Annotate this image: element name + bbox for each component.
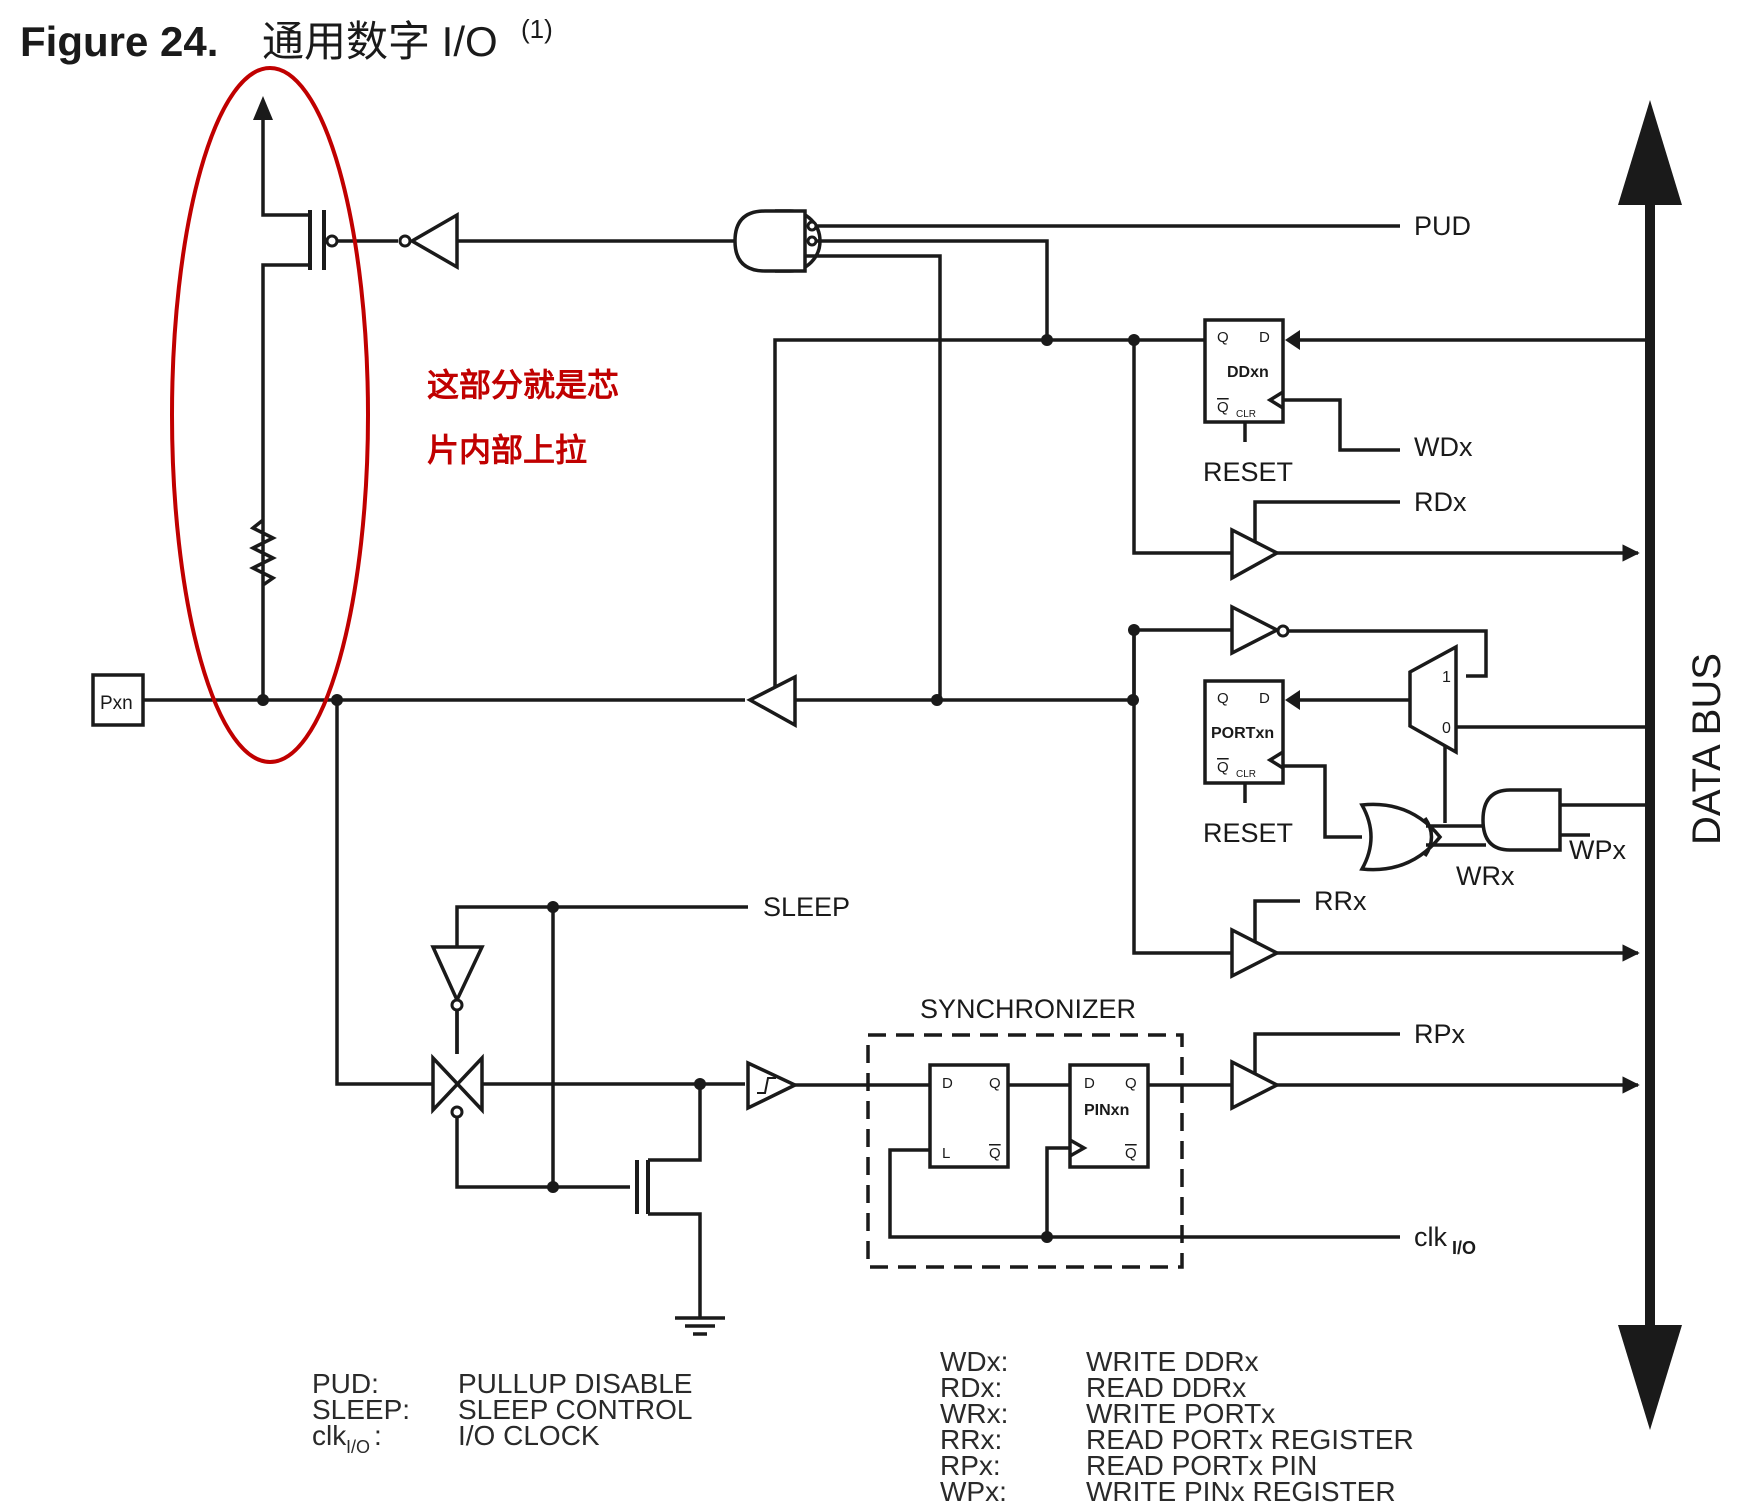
pullup-inverter (398, 211, 735, 271)
svg-text:PUD:: PUD: (312, 1368, 379, 1399)
svg-text:RPx:: RPx: (940, 1450, 1001, 1481)
pullup-transistor (308, 210, 398, 270)
ddxn-label: DDxn (1227, 364, 1269, 381)
svg-text:WRITE PINx REGISTER: WRITE PINx REGISTER (1086, 1476, 1396, 1507)
svg-text:Q: Q (1125, 1145, 1137, 1162)
svg-text:RDx:: RDx: (940, 1372, 1002, 1403)
svg-text:I/O CLOCK: I/O CLOCK (458, 1420, 600, 1451)
data-bus-label: DATA BUS (1685, 653, 1729, 845)
svg-text:PULLUP DISABLE: PULLUP DISABLE (458, 1368, 693, 1399)
svg-text:Q: Q (989, 1145, 1001, 1162)
pin-pxn-label: Pxn (100, 693, 133, 714)
schmitt-trigger (746, 1060, 930, 1111)
pullup-annotation: 这部分就是芯 片内部上拉 (170, 66, 619, 764)
svg-text:Q: Q (1125, 1075, 1137, 1092)
data-bus: DATA BUS (1618, 100, 1729, 1430)
svg-text:SLEEP CONTROL: SLEEP CONTROL (458, 1394, 692, 1425)
pullup-highlight-ellipse (170, 66, 370, 764)
synchronizer-label: SYNCHRONIZER (920, 994, 1136, 1024)
latch (928, 1063, 1010, 1169)
svg-text:Q: Q (1217, 329, 1229, 346)
pinxn-label: PINxn (1084, 1102, 1129, 1119)
ddxn-register: Q D DDxn Q CLR (773, 318, 1650, 700)
rdx-buffer (1132, 340, 1640, 581)
svg-text:L: L (942, 1145, 950, 1162)
svg-text:WDx:: WDx: (940, 1346, 1008, 1377)
svg-text:READ PORTx REGISTER: READ PORTx REGISTER (1086, 1424, 1414, 1455)
sleep-pulldown-transistor (635, 1078, 725, 1336)
rrx-buffer (1132, 630, 1640, 979)
svg-text:D: D (942, 1075, 953, 1092)
legend-right: WDx: WRITE DDRx RDx: READ DDRx WRx: WRIT… (940, 1346, 1414, 1507)
svg-text:READ PORTx PIN: READ PORTx PIN (1086, 1450, 1317, 1481)
svg-text:1: 1 (1442, 669, 1451, 686)
reset-label-1: RESET (1203, 457, 1293, 487)
wpx-label: WPx (1569, 835, 1626, 865)
svg-text:WRx:: WRx: (940, 1398, 1008, 1429)
wrx-or-gate (1359, 802, 1486, 872)
figure-title-superscript: (1) (521, 14, 553, 44)
svg-text:0: 0 (1442, 720, 1451, 737)
svg-text:Q: Q (1217, 759, 1229, 776)
annotation-line-1: 这部分就是芯 (427, 367, 619, 403)
svg-text:clk: clk (312, 1420, 347, 1451)
wpx-and-gate (1481, 788, 1650, 852)
svg-text::: : (374, 1420, 382, 1451)
pud-and-gate (733, 209, 1400, 700)
svg-text:CLR: CLR (1236, 409, 1256, 420)
svg-text:WRITE DDRx: WRITE DDRx (1086, 1346, 1259, 1377)
figure-title: 通用数字 I/O (262, 18, 498, 65)
svg-text:RRx:: RRx: (940, 1424, 1002, 1455)
sleep-control (430, 901, 748, 1193)
synchronizer-block: SYNCHRONIZER D Q L Q D Q PINxn Q (866, 994, 1400, 1269)
annotation-line-2: 片内部上拉 (427, 432, 587, 468)
rpx-label: RPx (1414, 1019, 1466, 1049)
rrx-label: RRx (1314, 886, 1367, 916)
svg-text:WRITE PORTx: WRITE PORTx (1086, 1398, 1275, 1429)
svg-text:D: D (1259, 329, 1270, 346)
svg-text:D: D (1259, 690, 1270, 707)
figure-number: Figure 24. (20, 18, 218, 65)
reset-label-2: RESET (1203, 818, 1293, 848)
svg-text:WPx:: WPx: (940, 1476, 1007, 1507)
svg-text:READ DDRx: READ DDRx (1086, 1372, 1246, 1403)
sleep-label: SLEEP (763, 892, 850, 922)
wdx-label: WDx (1414, 432, 1473, 462)
pullup-resistor (249, 96, 312, 700)
rdx-label: RDx (1414, 487, 1467, 517)
svg-text:Q: Q (1217, 690, 1229, 707)
input-mux: 1 0 (1408, 644, 1650, 823)
clk-label: clk (1414, 1222, 1447, 1252)
svg-text:SLEEP:: SLEEP: (312, 1394, 410, 1425)
svg-text:D: D (1084, 1075, 1095, 1092)
pud-label: PUD (1414, 211, 1471, 241)
output-driver (746, 674, 797, 728)
pin-pxn: Pxn (91, 673, 145, 727)
svg-text:Q: Q (1217, 399, 1229, 416)
rpx-buffer (1230, 1032, 1640, 1111)
svg-text:I/O: I/O (346, 1437, 370, 1457)
svg-text:Q: Q (989, 1075, 1001, 1092)
portxn-register: Q D PORTxn Q CLR (1203, 679, 1410, 839)
legend-left: PUD: PULLUP DISABLE SLEEP: SLEEP CONTROL… (312, 1368, 693, 1457)
portxn-label: PORTxn (1211, 725, 1274, 742)
wrx-label: WRx (1456, 861, 1515, 891)
clk-sub-label: I/O (1452, 1238, 1476, 1258)
svg-text:CLR: CLR (1236, 769, 1256, 780)
